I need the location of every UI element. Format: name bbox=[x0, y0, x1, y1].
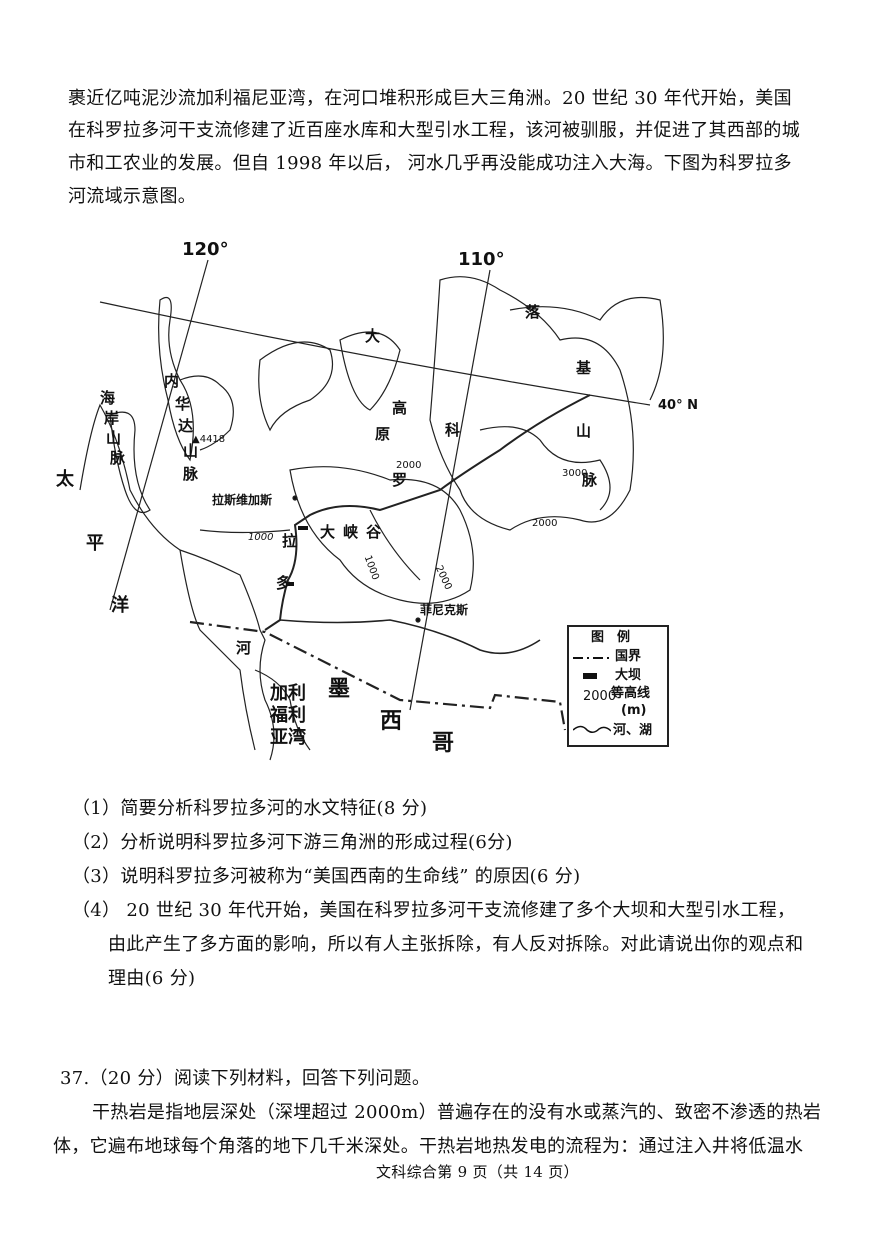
map-drawing bbox=[79, 259, 664, 761]
longitude-label: 110° bbox=[458, 249, 505, 270]
page-footer: 文科综合第 9 页（共 14 页） bbox=[376, 1163, 579, 1181]
text-line: 河流域示意图。 bbox=[68, 186, 197, 207]
question-4-cont: 理由(6 分) bbox=[108, 968, 196, 989]
grand-canyon-label: 大 bbox=[320, 523, 336, 541]
contour-1000 bbox=[199, 529, 291, 534]
legend-border: 国界 bbox=[615, 649, 642, 664]
nevada-label: 达 bbox=[178, 417, 194, 435]
question-3: （3）说明科罗拉多河被称为“美国西南的生命线” 的原因(6 分) bbox=[72, 866, 581, 887]
plateau-contour bbox=[289, 466, 474, 604]
dam-icon bbox=[583, 673, 597, 679]
question-1: （1）简要分析科罗拉多河的水文特征(8 分) bbox=[72, 798, 428, 819]
question-37-heading: 37.（20 分）阅读下列材料，回答下列问题。 bbox=[60, 1068, 431, 1089]
legend-river-lake: 河、湖 bbox=[613, 723, 653, 738]
pacific-label: 太 bbox=[56, 469, 74, 490]
pacific-label: 洋 bbox=[111, 595, 129, 616]
text-line: 市和工农业的发展。但自 1998 年以后， 河水几乎再没能成功注入大海。下图为科… bbox=[68, 153, 792, 174]
nevada-label: 华 bbox=[175, 395, 191, 413]
legend-contour-unit: (m) bbox=[621, 703, 647, 718]
legend-title: 图 例 bbox=[591, 630, 631, 645]
plateau-contour bbox=[258, 341, 334, 432]
gulf-label: 福利 bbox=[270, 705, 306, 726]
coast-range bbox=[109, 411, 151, 514]
peak-elevation-value: 4418 bbox=[199, 434, 226, 445]
contour-label: 1000 bbox=[248, 532, 274, 543]
question-4: （4） 20 世纪 30 年代开始，美国在科罗拉多河干支流修建了多个大坝和大型引… bbox=[72, 900, 796, 921]
meridian-120-line bbox=[109, 259, 209, 611]
coastline bbox=[79, 403, 275, 761]
city-dot bbox=[415, 617, 421, 623]
river-label: 罗 bbox=[392, 471, 408, 489]
phoenix-label: 菲尼克斯 bbox=[420, 603, 469, 617]
nevada-label: 脉 bbox=[183, 465, 199, 483]
latitude-label: 40° N bbox=[658, 398, 698, 413]
river-label: 多 bbox=[276, 574, 292, 592]
coast-range-label: 海 bbox=[100, 389, 116, 407]
nevada-label: 内 bbox=[164, 372, 180, 390]
parallel-40n-line bbox=[99, 301, 651, 406]
plateau-contour bbox=[339, 331, 401, 411]
colorado-river bbox=[264, 394, 591, 631]
contour-2000 bbox=[369, 509, 421, 581]
map-legend: 图 例 国界 大坝 2000 等高线 (m) 河、湖 bbox=[567, 625, 669, 747]
gila-river bbox=[279, 619, 541, 655]
plateau-label: 原 bbox=[375, 425, 391, 443]
dam-icon bbox=[286, 582, 294, 586]
coast-range-label: 岸 bbox=[104, 409, 120, 427]
text-line: 在科罗拉多河干支流修建了近百座水库和大型引水工程，该河被驯服，并促进了其西部的城 bbox=[68, 120, 800, 141]
legend-contour: 等高线 bbox=[611, 686, 651, 701]
coastline bbox=[179, 549, 256, 751]
border-line bbox=[189, 620, 567, 731]
text-line: 裹近亿吨泥沙流加利福尼亚湾，在河口堆积形成巨大三角洲。20 世纪 30 年代开始… bbox=[68, 88, 792, 109]
contour-label: 2000 bbox=[396, 460, 422, 471]
meridian-110-line bbox=[409, 269, 491, 711]
river-lake-icon bbox=[573, 725, 611, 733]
river-label: 河 bbox=[236, 639, 252, 657]
las-vegas-label: 拉斯维加斯 bbox=[212, 493, 273, 507]
text-line: 干热岩是指地层深处（深埋超过 2000m）普遍存在的没有水或蒸汽的、致密不渗透的… bbox=[92, 1102, 822, 1123]
colorado-river-basin-map: 120° 110° 40° N 大 高 原 落 基 山 脉 科 罗 内 华 达 … bbox=[40, 230, 698, 770]
nevada-label: 山 bbox=[183, 442, 199, 460]
coast-range-label: 脉 bbox=[110, 449, 126, 467]
mexico-label: 西 bbox=[380, 709, 403, 734]
rocky-mountains-label: 基 bbox=[576, 359, 592, 377]
contour-label: 2000 bbox=[532, 518, 558, 529]
mexico-label: 墨 bbox=[328, 677, 351, 702]
rocky-mountains-label: 山 bbox=[576, 422, 592, 440]
legend-contour-value: 2000 bbox=[583, 689, 617, 704]
grand-canyon-label: 峡 bbox=[343, 523, 359, 541]
coast-range-label: 山 bbox=[106, 429, 122, 447]
rocky-mountains-label: 脉 bbox=[582, 471, 598, 489]
contour-label: 3000 bbox=[562, 468, 588, 479]
nevada-range bbox=[179, 375, 234, 451]
gulf-label: 亚湾 bbox=[270, 727, 306, 748]
longitude-label: 120° bbox=[182, 239, 229, 260]
legend-dam: 大坝 bbox=[615, 668, 642, 683]
river-label: 拉 bbox=[282, 532, 298, 550]
mexico-label: 哥 bbox=[432, 731, 455, 756]
city-dot bbox=[292, 495, 298, 501]
rocky-contour bbox=[509, 296, 664, 401]
rocky-mountains-label: 落 bbox=[525, 303, 541, 321]
text-line: 体，它遍布地球每个角落的地下几千米深处。干热岩地热发电的流程为：通过注入井将低温… bbox=[53, 1136, 804, 1157]
pacific-label: 平 bbox=[86, 533, 104, 554]
dam-icon bbox=[298, 526, 308, 530]
grand-canyon-label: 谷 bbox=[366, 523, 382, 541]
question-2: （2）分析说明科罗拉多河下游三角洲的形成过程(6分) bbox=[72, 832, 513, 853]
rocky-contour bbox=[429, 276, 634, 531]
question-4-cont: 由此产生了多方面的影响，所以有人主张拆除，有人反对拆除。对此请说出你的观点和 bbox=[108, 934, 804, 955]
nevada-range bbox=[158, 296, 194, 462]
peak-elevation-label: ▲4418 bbox=[192, 434, 226, 445]
border-line-icon bbox=[573, 657, 613, 659]
gulf-of-california bbox=[254, 669, 311, 751]
plateau-label: 大 bbox=[365, 327, 381, 345]
plateau-label: 高 bbox=[392, 399, 408, 417]
gulf-label: 加利 bbox=[270, 683, 306, 704]
rocky-contour bbox=[479, 426, 611, 511]
river-label: 科 bbox=[445, 421, 461, 439]
